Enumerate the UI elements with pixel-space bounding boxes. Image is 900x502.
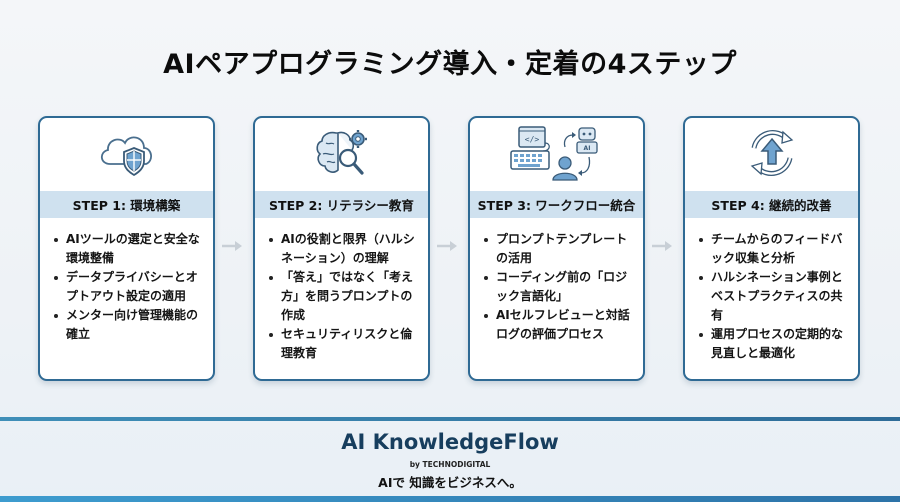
list-item: プロンプトテンプレートの活用 xyxy=(484,230,633,268)
step-header: STEP 4: 継続的改善 xyxy=(685,191,858,218)
arrow-right-icon xyxy=(437,241,457,251)
svg-text:</>: </> xyxy=(524,135,539,144)
step-items: チームからのフィードバック収集と分析 ハルシネーション事例とベストプラクティスの… xyxy=(685,218,858,363)
list-item: データプライバシーとオプトアウト設定の適用 xyxy=(54,268,203,306)
footer-bar xyxy=(0,496,900,502)
step-items: AIの役割と限界（ハルシネーション）の理解 「答え」ではなく「考え方」を問うプロ… xyxy=(255,218,428,363)
brand-name: AI KnowledgeFlow xyxy=(341,430,559,454)
footer-divider xyxy=(0,417,900,421)
step-header: STEP 2: リテラシー教育 xyxy=(255,191,428,218)
steps-flow: STEP 1: 環境構築 AIツールの選定と安全な環境整備 データプライバシーと… xyxy=(38,116,862,381)
cloud-shield-icon xyxy=(96,128,158,182)
step-card-4: STEP 4: 継続的改善 チームからのフィードバック収集と分析 ハルシネーショ… xyxy=(683,116,860,381)
list-item: コーディング前の「ロジック言語化」 xyxy=(484,268,633,306)
list-item: チームからのフィードバック収集と分析 xyxy=(699,230,848,268)
list-item: AIツールの選定と安全な環境整備 xyxy=(54,230,203,268)
step-header: STEP 3: ワークフロー統合 xyxy=(470,191,643,218)
step-items: プロンプトテンプレートの活用 コーディング前の「ロジック言語化」 AIセルフレビ… xyxy=(470,218,643,344)
brand-byline: by TECHNODIGITAL xyxy=(409,460,491,469)
page-title: AIペアプログラミング導入・定着の4ステップ xyxy=(163,49,737,80)
step-items: AIツールの選定と安全な環境整備 データプライバシーとオプトアウト設定の適用 メ… xyxy=(40,218,213,344)
step-header: STEP 1: 環境構築 xyxy=(40,191,213,218)
svg-text:AI: AI xyxy=(583,145,590,152)
list-item: セキュリティリスクと倫理教育 xyxy=(269,325,418,363)
list-item: ハルシネーション事例とベストプラクティスの共有 xyxy=(699,268,848,325)
list-item: 運用プロセスの定期的な見直しと最適化 xyxy=(699,325,848,363)
list-item: 「答え」ではなく「考え方」を問うプロンプトの作成 xyxy=(269,268,418,325)
arrow-right-icon xyxy=(222,241,242,251)
cycle-up-arrow-icon xyxy=(745,126,799,184)
brain-gear-magnifier-icon xyxy=(312,127,372,183)
list-item: AIセルフレビューと対話ログの評価プロセス xyxy=(484,306,633,344)
list-item: メンター向け管理機能の確立 xyxy=(54,306,203,344)
list-item: AIの役割と限界（ハルシネーション）の理解 xyxy=(269,230,418,268)
brand-tagline: AIで 知識をビジネスへ。 xyxy=(378,475,522,490)
arrow-right-icon xyxy=(652,241,672,251)
step-card-2: STEP 2: リテラシー教育 AIの役割と限界（ハルシネーション）の理解 「答… xyxy=(253,116,430,381)
code-keyboard-ai-user-icon: </> AI xyxy=(509,125,605,185)
step-card-1: STEP 1: 環境構築 AIツールの選定と安全な環境整備 データプライバシーと… xyxy=(38,116,215,381)
step-card-3: </> AI xyxy=(468,116,645,381)
